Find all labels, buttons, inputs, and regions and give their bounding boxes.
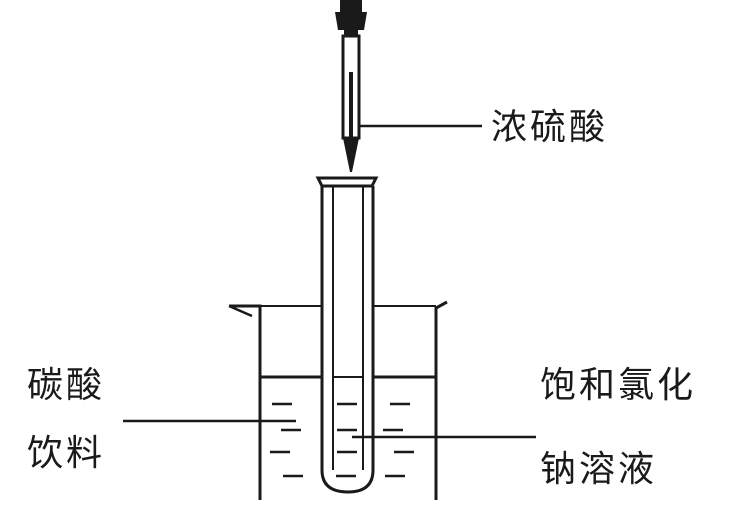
dropper-collar bbox=[344, 30, 358, 36]
dropper-liquid bbox=[349, 72, 353, 138]
dropper bbox=[335, 0, 367, 172]
beaker-right-wall bbox=[434, 300, 448, 500]
beaker bbox=[228, 300, 448, 500]
test-tube-rim bbox=[315, 176, 379, 188]
beaker-spout bbox=[228, 304, 253, 318]
label-carbonated-drink-line2: 饮料 bbox=[27, 433, 106, 474]
label-saturated-salt-line1: 饱和氯化 bbox=[540, 365, 697, 406]
test-tube bbox=[315, 176, 379, 494]
dropper-tip bbox=[343, 138, 359, 172]
dropper-bulb-top bbox=[340, 0, 362, 14]
test-tube-body bbox=[320, 186, 375, 494]
label-concentrated-sulfuric-acid: 浓硫酸 bbox=[491, 107, 609, 148]
label-carbonated-drink-line1: 碳酸 bbox=[27, 365, 106, 406]
liquid-dashes bbox=[270, 402, 414, 478]
dropper-bulb bbox=[335, 12, 367, 30]
beaker-left-wall bbox=[229, 304, 262, 500]
label-saturated-salt-line2: 钠溶液 bbox=[540, 449, 658, 490]
